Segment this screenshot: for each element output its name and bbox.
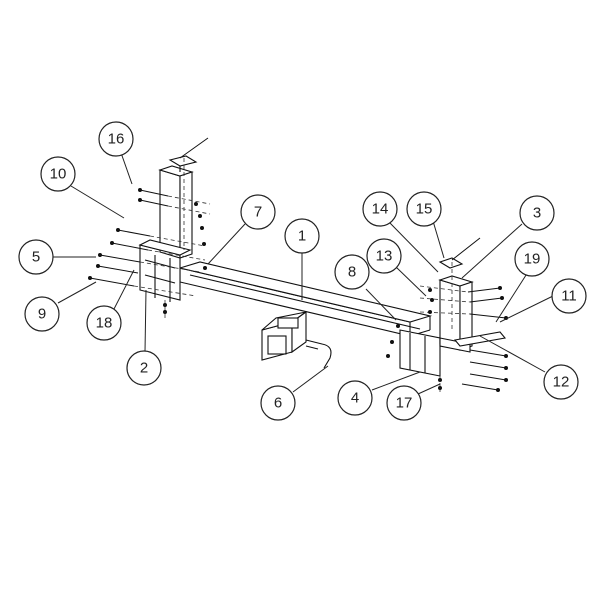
- left-vertical-pin: [179, 137, 209, 250]
- svg-text:18: 18: [96, 315, 113, 332]
- callout-3: 3: [519, 195, 555, 231]
- leader-lines: [51, 149, 554, 395]
- callout-8: 8: [334, 254, 370, 290]
- crossbar-tube: [177, 261, 433, 337]
- callout-13: 13: [366, 238, 402, 274]
- callout-18: 18: [86, 305, 122, 341]
- right-bolts: [386, 285, 508, 392]
- svg-text:14: 14: [372, 201, 389, 218]
- svg-text:11: 11: [561, 288, 577, 305]
- svg-text:13: 13: [376, 248, 393, 265]
- callout-16: 16: [98, 121, 134, 157]
- callout-6: 6: [260, 385, 296, 421]
- receiver-tube: [261, 310, 307, 361]
- svg-text:4: 4: [351, 390, 359, 407]
- callout-12: 12: [543, 364, 579, 400]
- callout-1: 1: [284, 218, 320, 254]
- svg-text:12: 12: [553, 374, 570, 391]
- callout-9: 9: [24, 296, 60, 332]
- svg-text:5: 5: [32, 249, 40, 266]
- svg-text:2: 2: [140, 360, 148, 377]
- svg-text:6: 6: [274, 395, 282, 412]
- callout-15: 15: [406, 191, 442, 227]
- svg-text:19: 19: [524, 251, 541, 268]
- callout-2: 2: [126, 350, 162, 386]
- svg-text:1: 1: [298, 228, 306, 245]
- svg-text:17: 17: [396, 395, 413, 412]
- callout-5: 5: [18, 239, 54, 275]
- svg-text:16: 16: [108, 131, 125, 148]
- svg-text:7: 7: [254, 204, 262, 221]
- left-bolts: [88, 188, 211, 320]
- hitch-pin: [305, 339, 332, 369]
- svg-text:10: 10: [50, 166, 67, 183]
- svg-text:8: 8: [348, 264, 356, 281]
- right-vertical-pin: [451, 237, 481, 330]
- svg-text:3: 3: [533, 205, 541, 222]
- svg-text:15: 15: [416, 201, 433, 218]
- callout-11: 11: [551, 278, 587, 314]
- callout-4: 4: [337, 380, 373, 416]
- callout-14: 14: [362, 191, 398, 227]
- right-bracket: [399, 275, 507, 377]
- right-top-plate: [438, 257, 464, 269]
- svg-text:9: 9: [38, 306, 46, 323]
- callout-7: 7: [240, 194, 276, 230]
- callout-17: 17: [386, 385, 422, 421]
- callout-19: 19: [514, 241, 550, 277]
- callout-10: 10: [40, 156, 76, 192]
